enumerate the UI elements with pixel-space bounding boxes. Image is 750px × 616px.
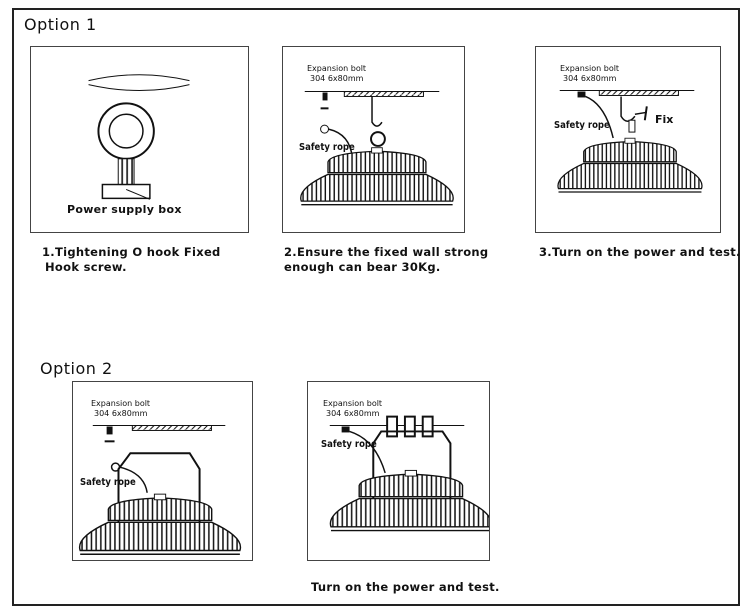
option-1-title: Option 1: [24, 15, 97, 34]
bolt-label-line: Expansion bolt: [323, 399, 383, 408]
step-3-caption: 3.Turn on the power and test.: [539, 245, 741, 260]
bolt-label-line: 304 6x80mm: [94, 409, 148, 418]
bolt-label-line: Expansion bolt: [560, 64, 620, 73]
safety-rope-label: Safety rope: [80, 477, 136, 488]
page-frame: [12, 8, 740, 606]
ceiling-bracket-lamp-illustration: [329, 415, 489, 532]
bolt-label-line: Expansion bolt: [307, 64, 367, 73]
step-2-caption: 2.Ensure the fixed wall strong enough ca…: [284, 245, 488, 275]
step-1-caption: 1.Tightening O hook Fixed Hook screw.: [42, 245, 221, 275]
fixed-lamp-illustration: [557, 90, 703, 193]
bolt-label-line: 304 6x80mm: [310, 74, 364, 83]
bracket-lamp-illustration: [78, 425, 242, 555]
safety-rope-label: Safety rope: [321, 439, 377, 450]
caption-line: 1.Tightening O hook Fixed: [42, 245, 221, 259]
caption-line: Hook screw.: [45, 260, 127, 274]
bolt-label-line: 304 6x80mm: [563, 74, 617, 83]
bolt-label-line: Expansion bolt: [91, 399, 151, 408]
option-2-title: Option 2: [40, 359, 113, 378]
caption-line: 3.Turn on the power and test.: [539, 245, 741, 259]
safety-rope-label: Safety rope: [554, 120, 610, 131]
hook-lamp-illustration: [300, 91, 454, 206]
caption-line: enough can bear 30Kg.: [284, 260, 441, 274]
safety-rope-label: Safety rope: [299, 142, 355, 153]
option-2-caption: Turn on the power and test.: [311, 580, 500, 594]
fix-label: Fix: [655, 113, 674, 126]
caption-line: 2.Ensure the fixed wall strong: [284, 245, 489, 259]
bolt-label-line: 304 6x80mm: [326, 409, 380, 418]
o-hook-illustration: [88, 74, 190, 200]
step-1-panel: Power supply box: [30, 46, 249, 233]
power-supply-box-label: Power supply box: [67, 203, 182, 216]
